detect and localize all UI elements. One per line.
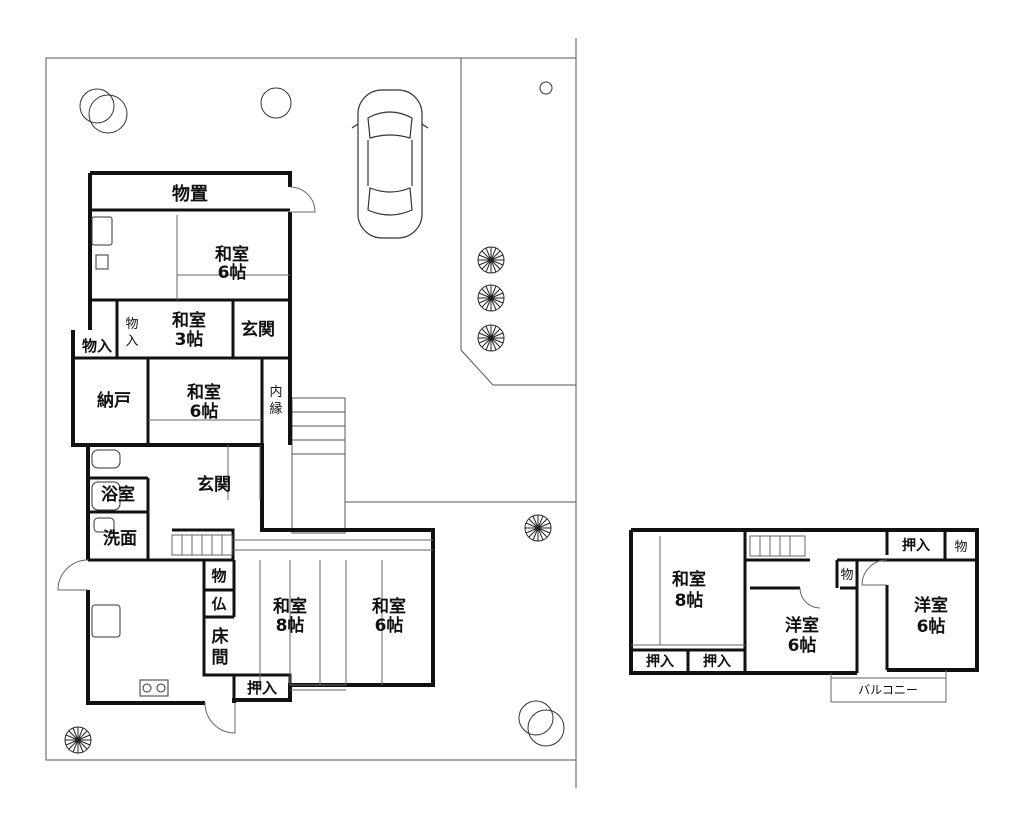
- room-butsudan: 仏: [211, 595, 226, 613]
- room-washitsu-6-top-size: 6帖: [218, 262, 247, 283]
- room-nando: 納戸: [97, 390, 131, 411]
- upper-room-yoshitsu-6-right-size: 6帖: [917, 616, 946, 637]
- room-tokonoma-1: 床: [212, 626, 230, 647]
- upper-mono-closet: 物: [840, 568, 853, 583]
- room-washitsu-8-size: 8帖: [276, 615, 305, 636]
- room-genkan-main: 玄関: [197, 474, 231, 495]
- car-icon: [351, 89, 429, 239]
- room-monoire-west: 物入: [82, 337, 112, 355]
- room-washitsu-6-mid-size: 6帖: [190, 401, 219, 422]
- upper-room-yoshitsu-6-center-size: 6帖: [788, 635, 817, 656]
- room-washitsu-8: 和室: [273, 596, 307, 617]
- upper-room-washitsu-8-size: 8帖: [675, 590, 704, 611]
- room-uchien-1: 内: [269, 384, 282, 400]
- upper-floor-walls: [629, 528, 979, 675]
- kitchen-fixtures: [91, 216, 169, 697]
- closet-mono-top: 物: [125, 317, 138, 332]
- room-storage-shed: 物置: [172, 183, 208, 205]
- room-bathroom: 浴室: [101, 484, 135, 505]
- upper-mono-top: 物: [954, 540, 967, 555]
- tree-icon: [79, 81, 565, 747]
- entrance-steps: [291, 397, 346, 534]
- upper-floor-thin-lines: [631, 535, 947, 703]
- closet-iri-top: 入: [125, 334, 138, 349]
- ground-floor-thin-lines: [57, 186, 433, 734]
- upper-oshiire-right: 押入: [703, 653, 731, 670]
- upper-oshiire-left: 押入: [646, 653, 674, 670]
- room-washitsu-3-size: 3帖: [175, 329, 204, 350]
- upper-room-yoshitsu-6-center: 洋室: [785, 615, 819, 636]
- room-washroom: 洗面: [103, 528, 137, 549]
- room-washitsu-6-south-size: 6帖: [375, 615, 404, 636]
- room-tokonoma-2: 間: [212, 648, 229, 668]
- room-washitsu-3: 和室: [172, 310, 206, 331]
- site-boundary: [45, 38, 577, 788]
- upper-oshiire-top: 押入: [902, 537, 930, 554]
- room-genkan-north: 玄関: [241, 319, 275, 340]
- room-uchien-2: 縁: [269, 401, 282, 417]
- upper-room-washitsu-8: 和室: [672, 569, 706, 590]
- upper-balcony: バルコニー: [858, 683, 918, 697]
- room-washitsu-6-mid: 和室: [187, 382, 221, 403]
- ground-floor-walls: [71, 171, 435, 705]
- room-washitsu-6-south: 和室: [372, 596, 406, 617]
- room-washitsu-6-top: 和室: [215, 244, 249, 265]
- room-mono-small: 物: [211, 567, 226, 585]
- room-oshiire: 押入: [247, 679, 277, 697]
- upper-room-yoshitsu-6-right: 洋室: [914, 595, 948, 616]
